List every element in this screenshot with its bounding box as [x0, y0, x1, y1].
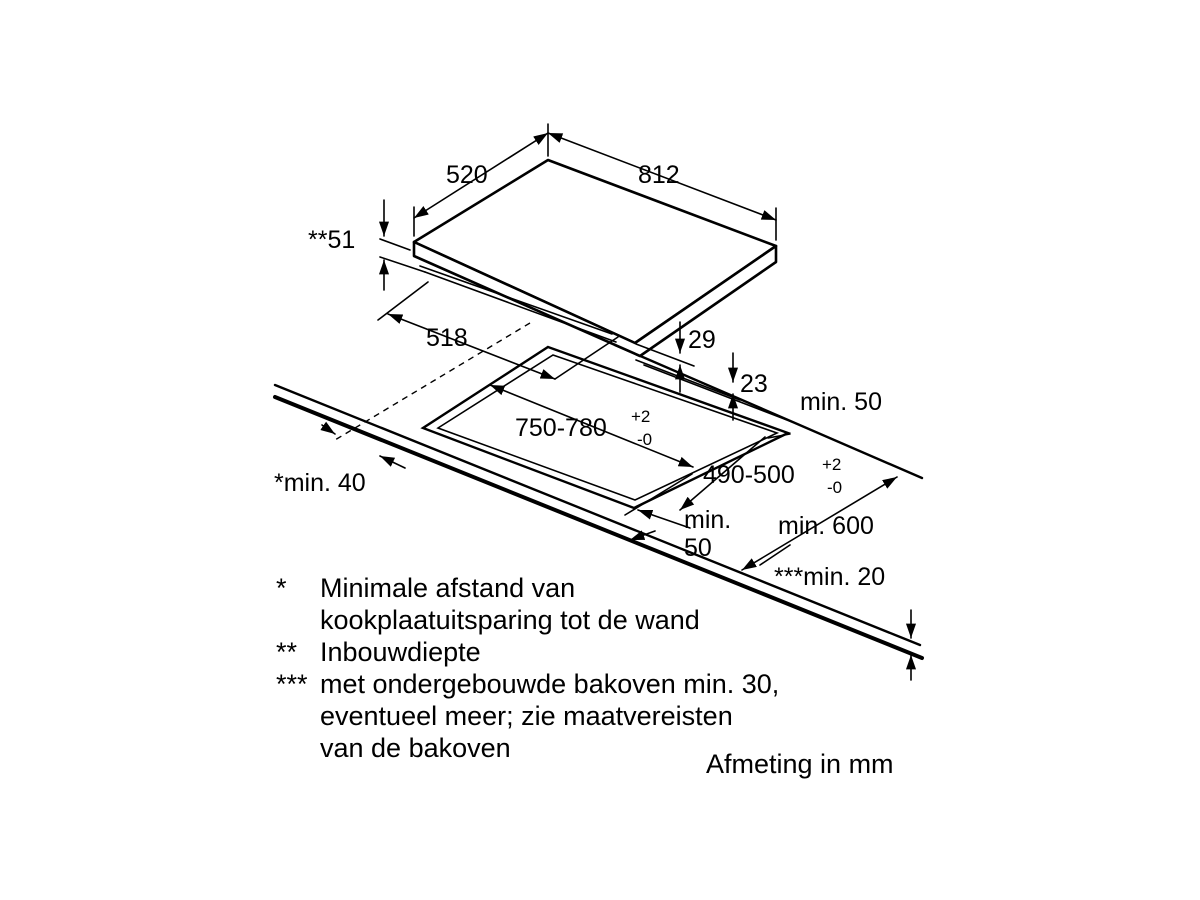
- min-front-label-line2: 50: [684, 534, 712, 562]
- built-in-depth-label: **51: [308, 226, 355, 254]
- min-front-label-line1: min.: [684, 506, 731, 534]
- footnote-text: Minimale afstand van kookplaatuitsparing…: [320, 573, 700, 635]
- hob: [412, 158, 778, 358]
- footnote-marker: *: [276, 573, 287, 603]
- unit-label: Afmeting in mm: [706, 749, 894, 779]
- cutout-depth-label: 490-500: [703, 461, 795, 489]
- footnote-text: met ondergebouwde bakoven min. 30, event…: [320, 669, 780, 763]
- top-thickness-b-label: 23: [740, 370, 768, 398]
- footnote-1: * Minimale afstand van kookplaatuitspari…: [276, 572, 779, 636]
- worktop: [273, 343, 924, 660]
- cutout-width-label: 750-780: [515, 414, 607, 442]
- min-worktop-thickness-label: ***min. 20: [774, 563, 885, 591]
- cutout-width-tolerance-minus: -0: [637, 430, 652, 449]
- hob-dimension-lines: [377, 123, 801, 426]
- cutout-outline: [420, 345, 792, 510]
- cutout-depth-tolerance-minus: -0: [827, 478, 842, 497]
- footnote-marker: **: [276, 637, 298, 667]
- cutout-width-tolerance-plus: +2: [631, 407, 650, 426]
- cutout-depth-tolerance-plus: +2: [822, 455, 841, 474]
- cutout-dimension-lines: [320, 384, 917, 681]
- min-back-label: min. 50: [800, 388, 882, 416]
- top-thickness-a-label: 29: [688, 326, 716, 354]
- min-worktop-label: min. 600: [778, 512, 874, 540]
- hob-depth-label: 520: [446, 161, 488, 189]
- footnotes: * Minimale afstand van kookplaatuitspari…: [276, 572, 779, 764]
- min-wall-label: *min. 40: [274, 469, 366, 497]
- footnote-2: ** Inbouwdiepte: [276, 636, 779, 668]
- footnote-text: Inbouwdiepte: [320, 637, 481, 667]
- hob-width-label: 812: [638, 161, 680, 189]
- cutout-offset-label: 518: [426, 324, 468, 352]
- footnote-3: *** met ondergebouwde bakoven min. 30, e…: [276, 668, 779, 764]
- footnote-marker: ***: [276, 669, 308, 699]
